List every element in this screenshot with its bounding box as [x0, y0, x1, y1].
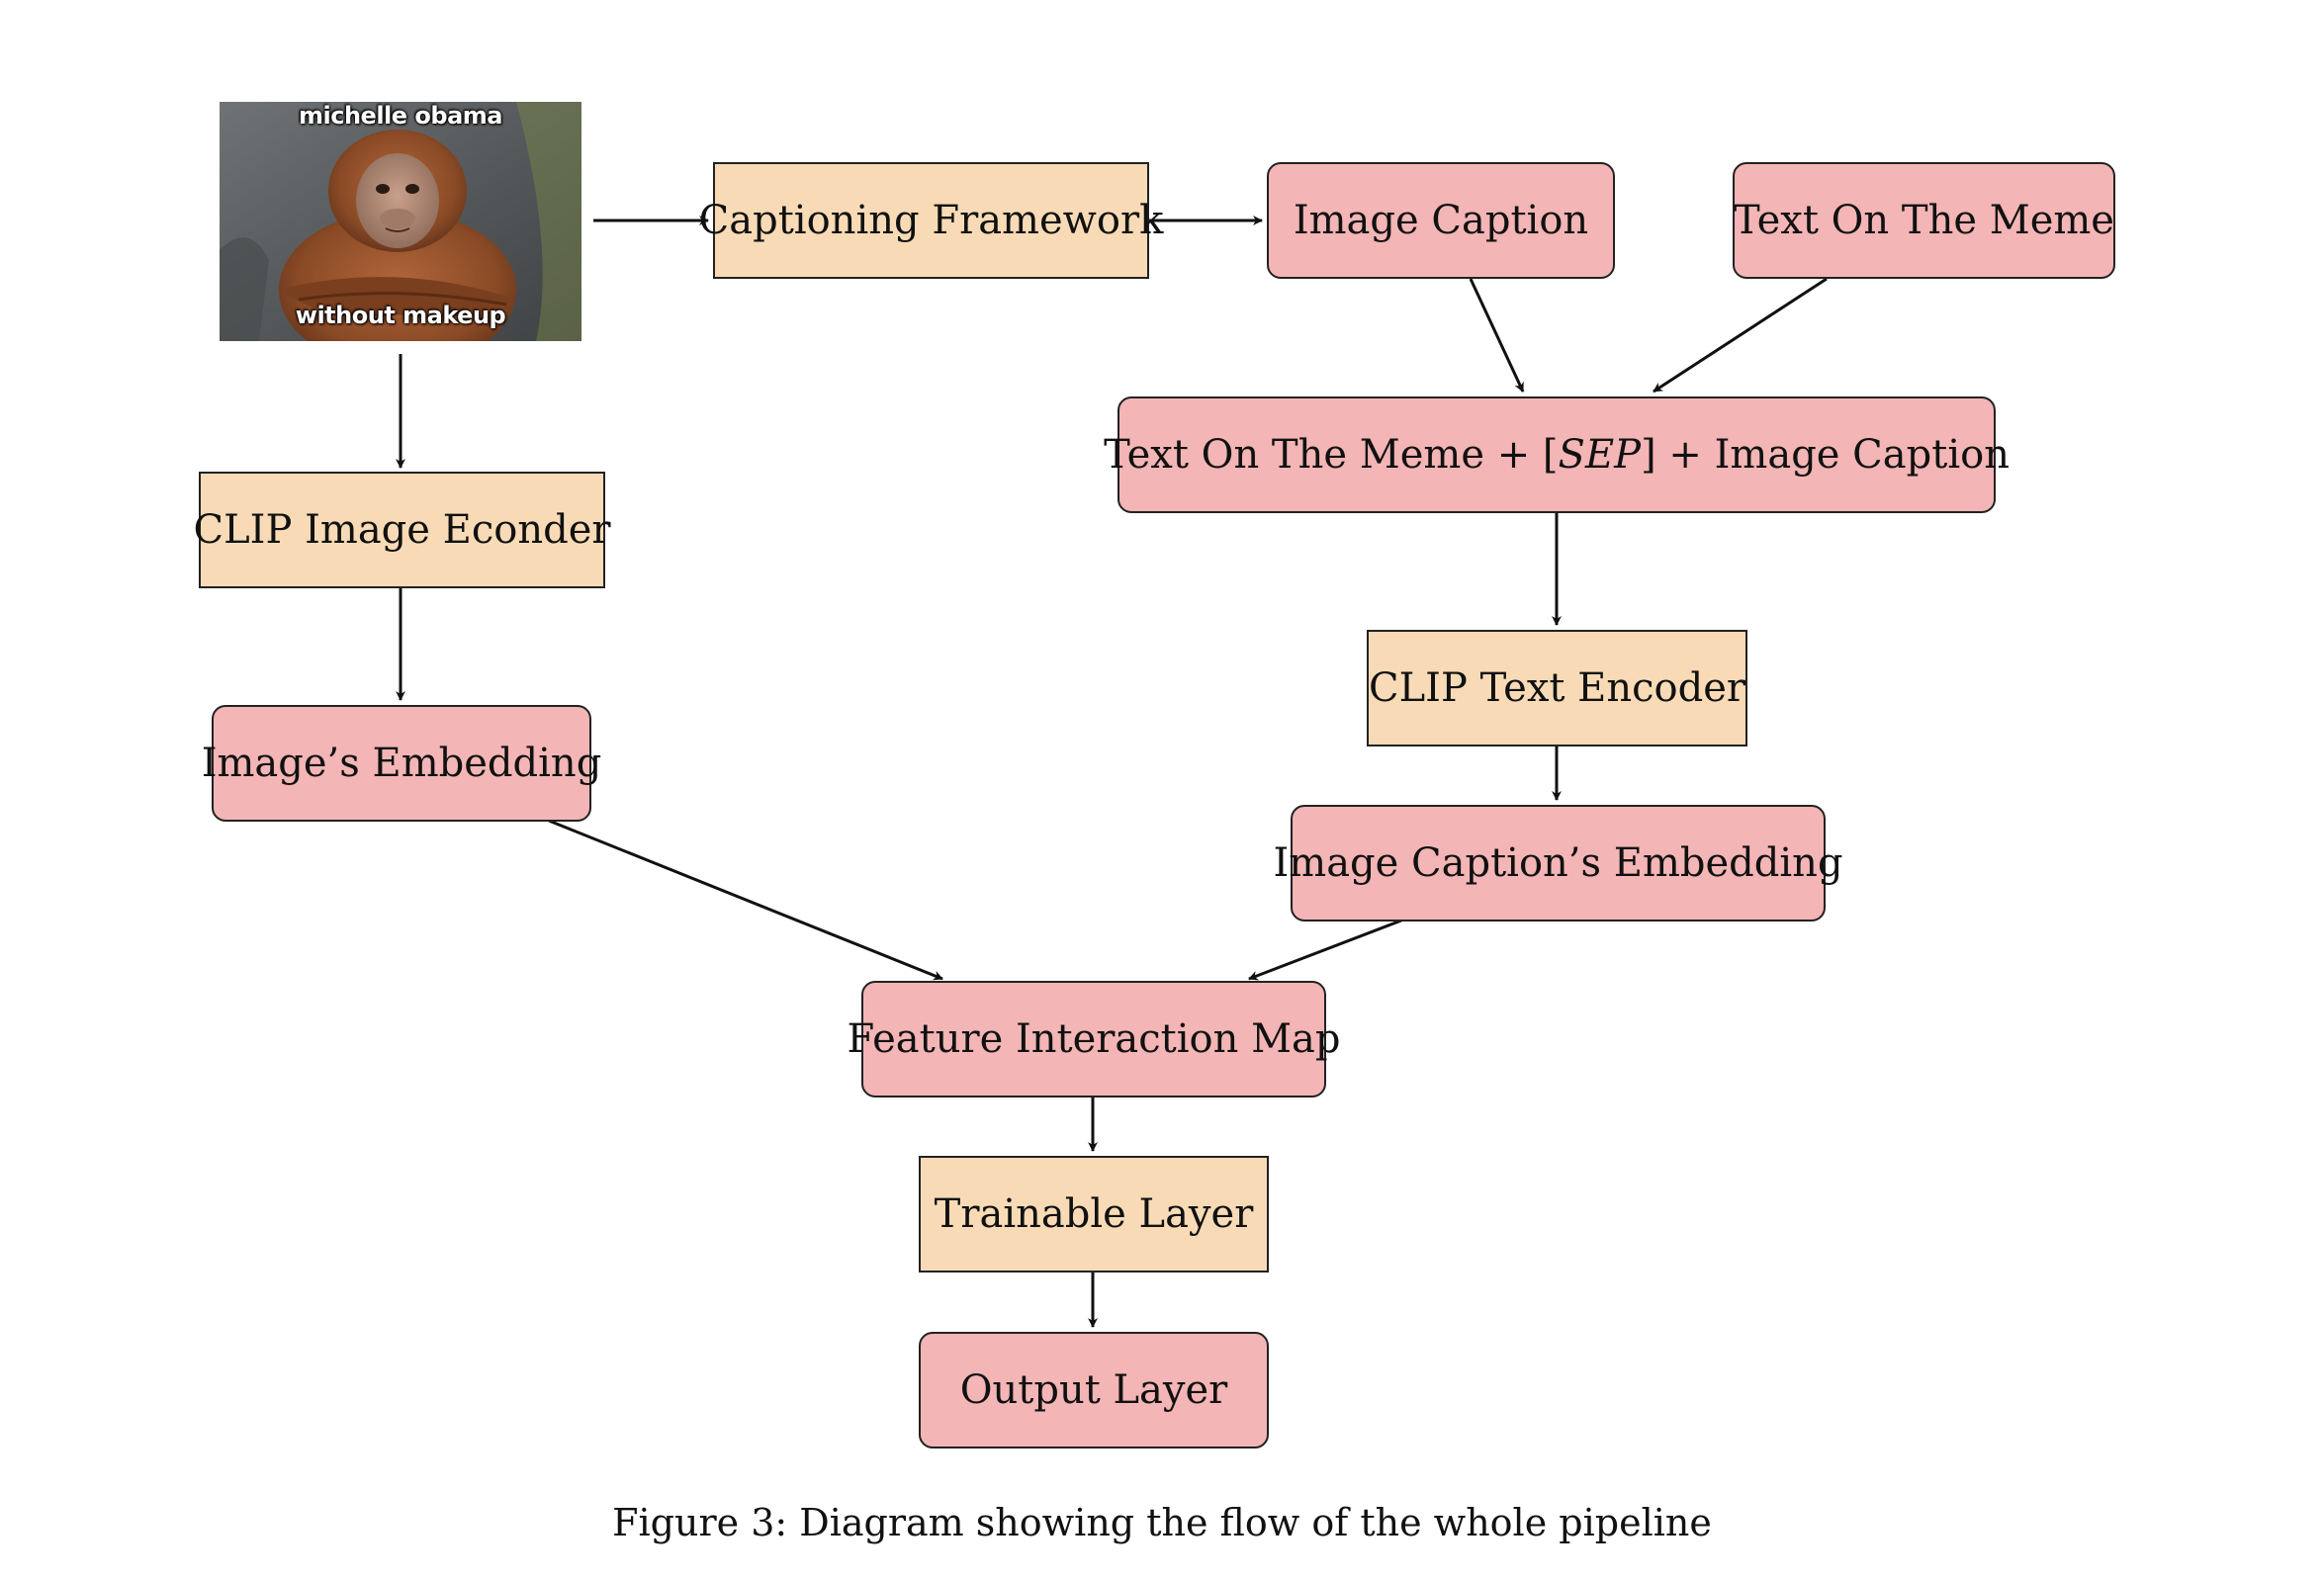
caption-embedding-node: Image Caption’s Embedding [1273, 805, 1843, 922]
trainable-layer-label: Trainable Layer [934, 1191, 1254, 1237]
meme-top-text: michelle obama [299, 102, 502, 130]
combined-text-label: Text On The Meme + [SEP] + Image Caption [1104, 433, 2010, 477]
meme-bottom-text: without makeup [295, 302, 506, 329]
text-on-meme-label: Text On The Meme [1734, 198, 2114, 243]
clip-image-encoder-node: CLIP Image Econder [194, 472, 611, 588]
output-layer-node: Output Layer [919, 1332, 1269, 1448]
feature-interaction-map-node: Feature Interaction Map [848, 981, 1340, 1097]
edge-caption-embedding-to-fim [1248, 919, 1402, 981]
output-layer-label: Output Layer [959, 1367, 1228, 1413]
sep-token: SEP [1558, 432, 1642, 478]
captioning-framework-label: Captioning Framework [698, 198, 1164, 243]
edge-meme-text-to-combined [1653, 277, 1828, 394]
figure-caption: Figure 3: Diagram showing the flow of th… [612, 1501, 1712, 1544]
combined-text-node: Text On The Meme + [SEP] + Image Caption [1104, 396, 2010, 513]
clip-text-encoder-label: CLIP Text Encoder [1368, 665, 1746, 711]
meme-image: michelle obama without makeup [220, 102, 581, 341]
combined-text-prefix: Text On The Meme + [ [1104, 432, 1559, 478]
edge-caption-to-combined [1469, 278, 1525, 393]
image-caption-node: Image Caption [1267, 162, 1615, 279]
trainable-layer-node: Trainable Layer [919, 1156, 1269, 1273]
edge-image-embedding-to-fim [548, 819, 943, 981]
image-caption-label: Image Caption [1293, 198, 1589, 243]
text-on-meme-node: Text On The Meme [1733, 162, 2115, 279]
captioning-framework-node: Captioning Framework [699, 162, 1163, 279]
clip-text-encoder-node: CLIP Text Encoder [1367, 630, 1747, 746]
feature-interaction-map-label: Feature Interaction Map [847, 1016, 1341, 1062]
combined-text-suffix: ] + Image Caption [1641, 432, 2010, 478]
orangutan-illustration [220, 102, 581, 341]
image-embedding-label: Image’s Embedding [201, 741, 602, 786]
image-embedding-node: Image’s Embedding [202, 705, 601, 822]
caption-embedding-label: Image Caption’s Embedding [1273, 840, 1843, 886]
clip-image-encoder-label: CLIP Image Econder [193, 507, 611, 553]
